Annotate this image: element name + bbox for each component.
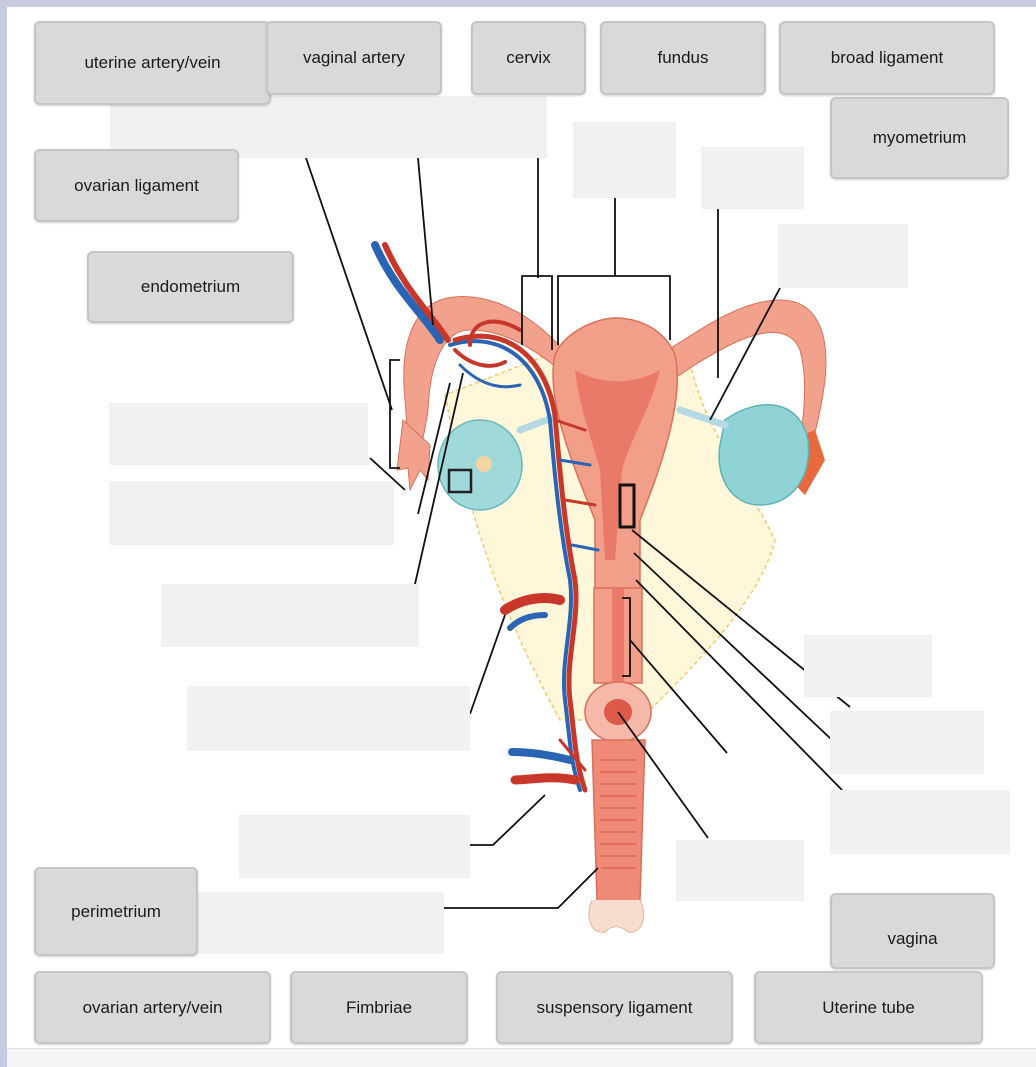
ovarian-vessels-illustration: [375, 245, 448, 340]
drop-zone-right-1[interactable]: [804, 635, 932, 697]
label-suspensory-ligament[interactable]: suspensory ligament: [496, 971, 733, 1044]
bottom-strip: [7, 1048, 1036, 1067]
drop-zone-right-3[interactable]: [830, 790, 1010, 854]
label-uterine-tube[interactable]: Uterine tube: [754, 971, 983, 1044]
label-myometrium[interactable]: myometrium: [830, 97, 1009, 179]
label-ovarian-ligament[interactable]: ovarian ligament: [34, 149, 239, 222]
label-vaginal-artery[interactable]: vaginal artery: [266, 21, 442, 95]
drop-zone-right-upper[interactable]: [778, 224, 908, 288]
label-broad-ligament[interactable]: broad ligament: [779, 21, 995, 95]
vagina-illustration: [592, 740, 645, 923]
drop-zone-left-2[interactable]: [109, 481, 394, 545]
drop-zone-top-middle[interactable]: [573, 122, 676, 198]
label-perimetrium[interactable]: perimetrium: [34, 867, 198, 956]
right-ovary-illustration: [719, 405, 808, 505]
label-cervix[interactable]: cervix: [471, 21, 586, 95]
drop-zone-left-5[interactable]: [239, 815, 470, 878]
drop-zone-right-2[interactable]: [830, 711, 984, 774]
drop-zone-top-right[interactable]: [701, 147, 804, 209]
label-vagina[interactable]: vagina: [830, 893, 995, 969]
drop-zone-left-3[interactable]: [161, 584, 419, 647]
drop-zone-left-1[interactable]: [109, 403, 368, 465]
drop-zone-left-6[interactable]: [194, 892, 444, 954]
label-endometrium[interactable]: endometrium: [87, 251, 294, 323]
drop-zone-bottom-middle[interactable]: [676, 840, 804, 901]
label-uterine-artery-vein[interactable]: uterine artery/vein: [34, 21, 271, 105]
left-fimbriae-illustration: [397, 420, 430, 490]
label-ovarian-artery-vein[interactable]: ovarian artery/vein: [34, 971, 271, 1044]
label-fimbriae[interactable]: Fimbriae: [290, 971, 468, 1044]
drop-zone-left-4[interactable]: [187, 686, 470, 751]
label-fundus[interactable]: fundus: [600, 21, 766, 95]
